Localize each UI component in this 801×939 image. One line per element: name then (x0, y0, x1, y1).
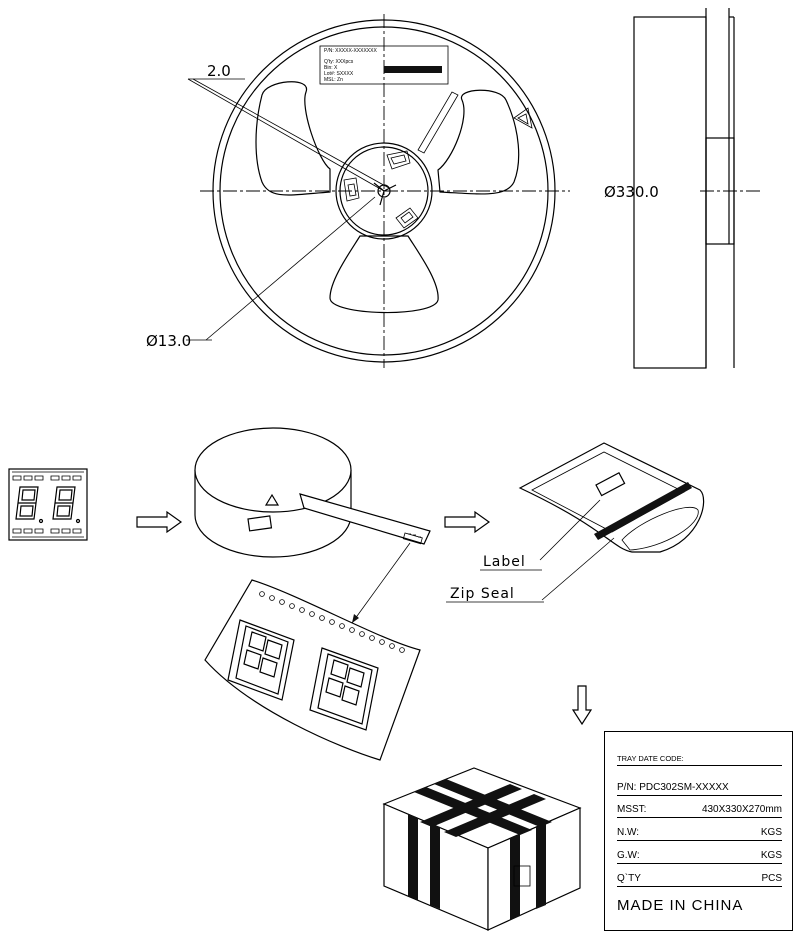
flow-arrow-right-2 (444, 510, 491, 534)
reel-window-left (255, 81, 331, 196)
reel-tape-strip (417, 91, 459, 154)
reel-label-line-2: Q'ty: XXXpcs (324, 59, 354, 65)
label-quantity-unit: PCS (761, 873, 782, 884)
callout-leader-label (539, 499, 601, 561)
bag-body (518, 442, 705, 553)
dim-hub-thickness: 2.0 (207, 62, 231, 80)
digit-8-right (52, 486, 76, 520)
reel-label-line-3: Bin: X (324, 65, 338, 71)
reel-label-barcode (384, 66, 442, 73)
label-gross-weight-row: G.W: KGS (617, 846, 782, 864)
reel-hub-inner (339, 146, 429, 236)
label-origin-row: MADE IN CHINA (617, 892, 782, 916)
label-origin: MADE IN CHINA (617, 897, 744, 914)
label-quantity-row: Q`TY PCS (617, 869, 782, 887)
reel-front-view: P/N: XXXXX-XXXXXXX Q'ty: XXXpcs Bin: X L… (146, 14, 570, 368)
label-part-number-row: P/N: PDC302SM-XXXXX (617, 778, 782, 796)
tape-pocket-2 (309, 647, 379, 731)
label-msst-key: MSST: (617, 804, 647, 815)
carrier-tape-detail (204, 579, 421, 761)
label-net-weight-unit: KGS (760, 827, 782, 838)
label-msst-value: 430X330X270mm (701, 804, 782, 815)
dim-leader-hole (205, 196, 376, 341)
label-net-weight-key: N.W: (617, 827, 640, 838)
hub-slot-right (395, 207, 419, 229)
reel-triangle-mark (264, 493, 280, 506)
antistatic-bag: Label Zip Seal (446, 442, 705, 603)
carrier-tape-body (204, 579, 421, 761)
tape-pocket-1 (227, 619, 295, 701)
hub-center-spokes (373, 182, 397, 206)
carton-strap-front (408, 814, 418, 900)
dim-reel-diameter: Ø330.0 (604, 183, 659, 201)
label-part-number: P/N: PDC302SM-XXXXX (617, 782, 729, 793)
shipping-carton (382, 767, 582, 931)
sprocket-holes (259, 591, 405, 653)
reel-label-line-4: Lot#: SXXXX (324, 71, 354, 77)
reel-perspective-face (194, 427, 352, 513)
detail-pointer (351, 542, 411, 624)
label-tray-date-code: TRAY DATE CODE: (617, 754, 684, 763)
reel-outer-rim (212, 19, 556, 363)
bag-label (595, 471, 626, 497)
label-gross-weight-key: G.W: (617, 850, 640, 861)
display-component (8, 468, 88, 541)
display-body (8, 468, 88, 541)
hub-slot-top (386, 150, 411, 170)
reel-side-view: Ø330.0 (604, 8, 762, 369)
reel-label-line-5: MSL: Zn (324, 77, 343, 83)
reel-hub-outer (335, 142, 433, 240)
carton-strap-top-b (420, 784, 522, 827)
reel-label-box (319, 45, 449, 85)
carton-label-card: TRAY DATE CODE: P/N: PDC302SM-XXXXX MSST… (604, 731, 793, 931)
reel-inner-rim (219, 26, 549, 356)
callout-leader-zip-seal (541, 537, 615, 601)
carton-strap-side (510, 834, 520, 920)
reel-window-right (437, 89, 520, 195)
carton-strap-top-a (414, 787, 532, 835)
dim-leader-2-0 (187, 78, 385, 192)
reel-window-bottom (329, 235, 439, 314)
label-gross-weight-unit: KGS (760, 850, 782, 861)
dim-hole-diameter: Ø13.0 (146, 332, 191, 350)
bag-zip-seal (594, 482, 692, 540)
flow-arrow-right-1 (136, 510, 183, 534)
label-tray-date-code-row: TRAY DATE CODE: (617, 750, 782, 766)
flow-arrow-down (571, 685, 593, 726)
hub-slot-left (343, 177, 360, 202)
label-quantity-key: Q`TY (617, 873, 641, 884)
callout-label: Label (483, 554, 526, 570)
recycle-mark-icon (513, 107, 533, 129)
reel-perspective (194, 427, 431, 624)
reel-label-line-1: P/N: XXXXX-XXXXXXX (324, 48, 377, 54)
digit-8-left (15, 486, 39, 520)
label-net-weight-row: N.W: KGS (617, 823, 782, 841)
callout-zip-seal: Zip Seal (450, 586, 515, 602)
label-msst-row: MSST: 430X330X270mm (617, 800, 782, 818)
carton-side-label (513, 865, 531, 887)
carrier-tape-strip (299, 493, 431, 545)
reel-perspective-label (247, 515, 273, 532)
